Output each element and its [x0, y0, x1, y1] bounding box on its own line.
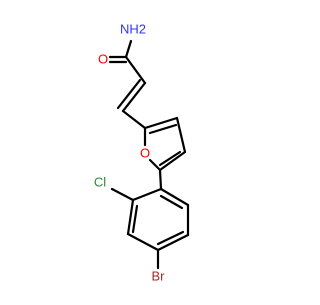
bond-c-calpha [124, 55, 147, 85]
bond-furan-c4-c5-double [158, 150, 182, 167]
bond-furan-c2-c3 [143, 116, 179, 130]
bond-ph-6-double [159, 194, 184, 210]
structure-diagram: NH2 O O Cl Br [94, 21, 190, 283]
bond-c-cl [110, 187, 135, 202]
bond-furan-c2-c3-double [148, 123, 178, 135]
bromine-label: Br [152, 268, 166, 283]
bond-ph-4 [156, 233, 190, 252]
bond-ph-2-double [131, 204, 139, 234]
bond-furan-c4-c5 [158, 150, 187, 172]
bond-alkene-2 [116, 78, 142, 110]
bond-ph-4-double [156, 230, 185, 246]
bond-alkene-1 [121, 81, 147, 113]
bond-furan-c5-o [148, 158, 162, 172]
molecule-canvas: NH2 O O Cl Br [94, 21, 190, 283]
bond-ph-3 [126, 232, 160, 252]
chlorine-label: Cl [94, 174, 106, 189]
bond-ph-1 [131, 187, 163, 202]
bond-furan-phenyl [158, 168, 163, 191]
bond-vinyl-furan [121, 109, 147, 130]
bond-ph-2 [126, 198, 135, 236]
bond-furan-c3-c4 [175, 116, 187, 154]
furan-oxygen-label: O [140, 145, 150, 160]
bond-c-n [124, 39, 133, 59]
carbonyl-oxygen-label: O [98, 51, 108, 66]
nh2-label: NH2 [120, 21, 146, 36]
bonds [108, 39, 190, 270]
atom-labels: NH2 O O Cl Br [94, 21, 165, 283]
bond-ph-6 [159, 187, 190, 207]
